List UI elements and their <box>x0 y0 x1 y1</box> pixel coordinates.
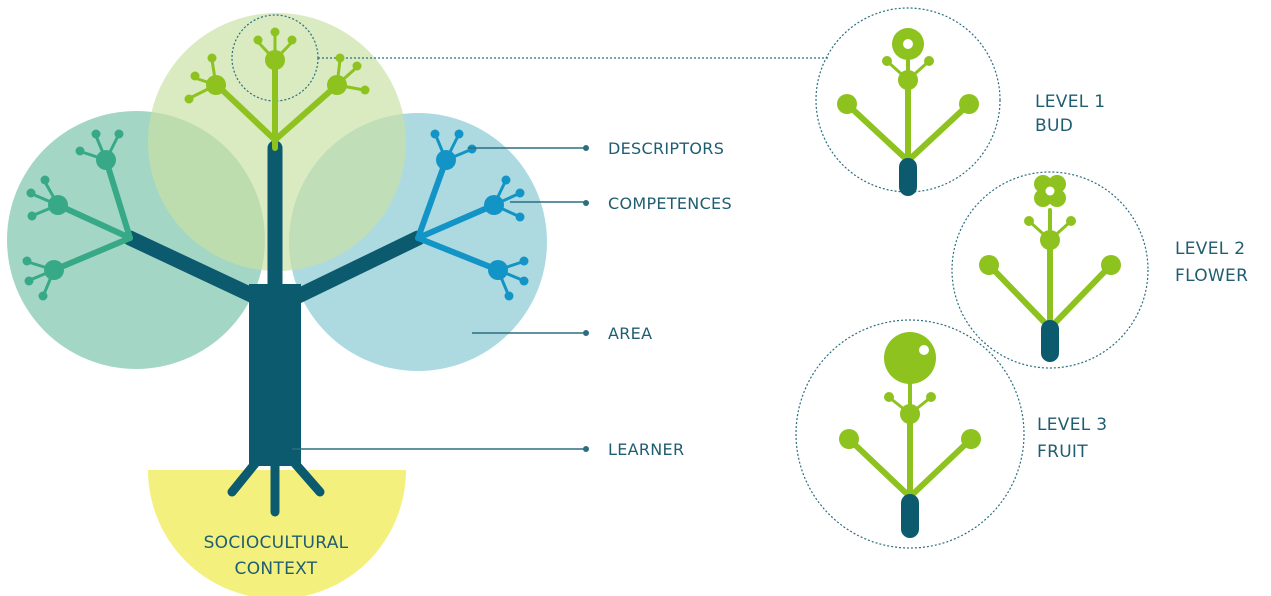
label-learner: LEARNER <box>608 440 684 459</box>
level-1-name: BUD <box>1035 116 1073 136</box>
level-2-name: FLOWER <box>1175 266 1248 286</box>
label-context-line2: CONTEXT <box>235 559 318 579</box>
tree-trunk <box>249 284 301 466</box>
label-context-line1: SOCIOCULTURAL <box>204 533 349 553</box>
label-area: AREA <box>608 324 652 343</box>
level-1-bud-illustration <box>815 7 1001 196</box>
top-branch-cluster <box>184 27 370 151</box>
level-2-title: LEVEL 2 <box>1175 239 1245 259</box>
sociocultural-context-ground <box>148 470 406 596</box>
level-2-flower-illustration <box>951 171 1149 369</box>
level-3-name: FRUIT <box>1037 442 1088 462</box>
callout-lines <box>292 145 589 452</box>
label-competences: COMPETENCES <box>608 194 732 213</box>
tree-main-branches <box>122 140 426 308</box>
level-3-fruit-illustration <box>795 319 1025 549</box>
level-3-title: LEVEL 3 <box>1037 415 1107 435</box>
left-branch-cluster <box>22 129 133 301</box>
level-1-title: LEVEL 1 <box>1035 92 1105 112</box>
label-descriptors: DESCRIPTORS <box>608 139 724 158</box>
right-branch-cluster <box>415 129 529 301</box>
